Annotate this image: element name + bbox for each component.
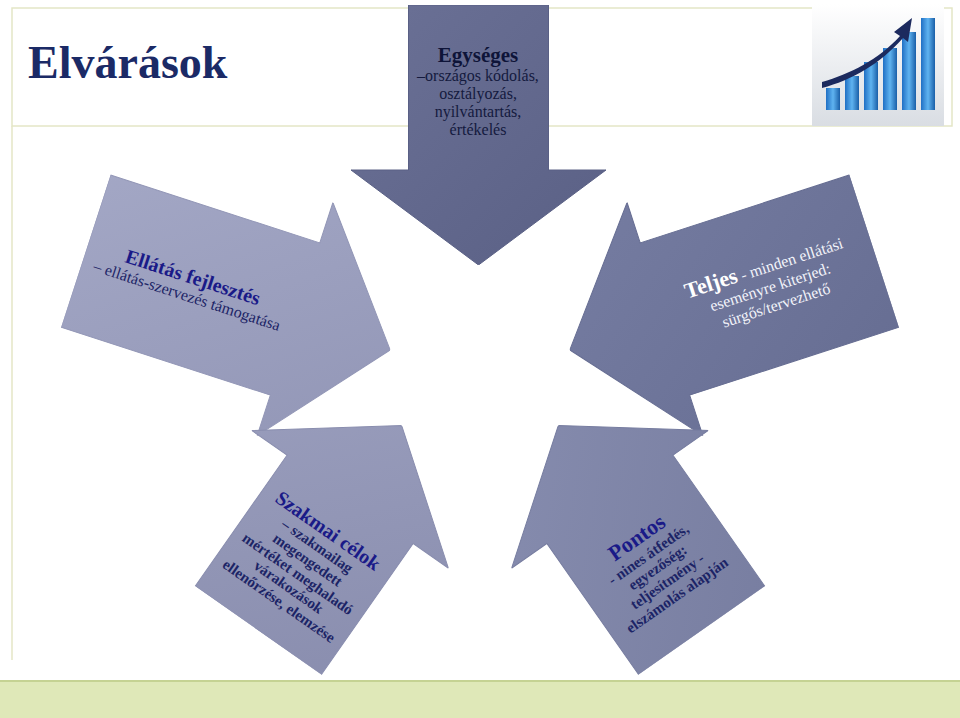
arrow-outline	[160, 357, 500, 699]
growth-chart-icon	[812, 4, 944, 126]
arrow-outline	[460, 357, 800, 699]
arrow-body-text: –országos kódolás, osztályozás, nyilvánt…	[415, 67, 541, 139]
block-arrow: Pontos- nines átfedés, egyezőség: teljes…	[460, 357, 800, 699]
arrow-outline	[351, 5, 606, 265]
arrow-heading: Egységes	[415, 44, 541, 67]
arrow-outline	[532, 134, 912, 466]
footer-line	[0, 680, 960, 682]
frame-line	[11, 126, 13, 660]
slide-title: Elvárások	[28, 36, 227, 89]
arrow-text: Egységes–országos kódolás, osztályozás, …	[415, 44, 541, 139]
arrow-outline	[48, 134, 428, 466]
footer-band	[0, 681, 960, 718]
block-arrow: Szakmai célok– szakmailag megengedett mé…	[160, 357, 500, 699]
block-arrow: Egységes–országos kódolás, osztályozás, …	[351, 5, 606, 265]
block-arrow: Teljes - minden ellátási eseményre kiter…	[532, 134, 912, 466]
